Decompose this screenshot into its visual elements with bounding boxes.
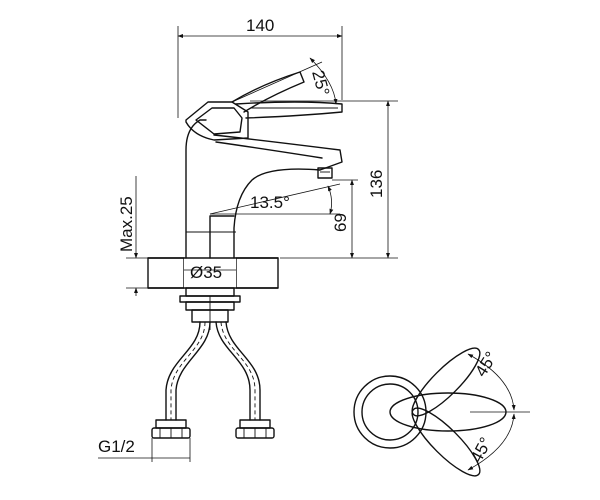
top-view (353, 347, 530, 477)
height-dimension-label: 136 (367, 170, 386, 198)
dimension-spout-angle (209, 183, 341, 215)
lever-angle-label: 25° (308, 68, 333, 98)
countertop-section (147, 257, 279, 289)
spout-height-label: 69 (331, 213, 350, 232)
max-thickness-label: Max.25 (117, 196, 136, 252)
base-diameter-label: Ø35 (190, 263, 222, 282)
dimension-spout-height (332, 179, 358, 259)
thread-leader (98, 438, 191, 462)
spout-angle-label: 13.5° (250, 193, 290, 212)
width-dimension-label: 140 (246, 16, 274, 35)
rotation-top-label: 45° (471, 348, 501, 380)
dimension-width (177, 26, 343, 118)
thread-label: G1/2 (98, 437, 135, 456)
rotation-bottom-label: 45° (467, 434, 496, 466)
dimension-lever-angle (231, 57, 338, 105)
flexible-hoses (151, 321, 275, 439)
dimension-total-height (250, 100, 398, 259)
dimension-max-thickness (126, 176, 148, 296)
faucet-body (185, 71, 343, 259)
